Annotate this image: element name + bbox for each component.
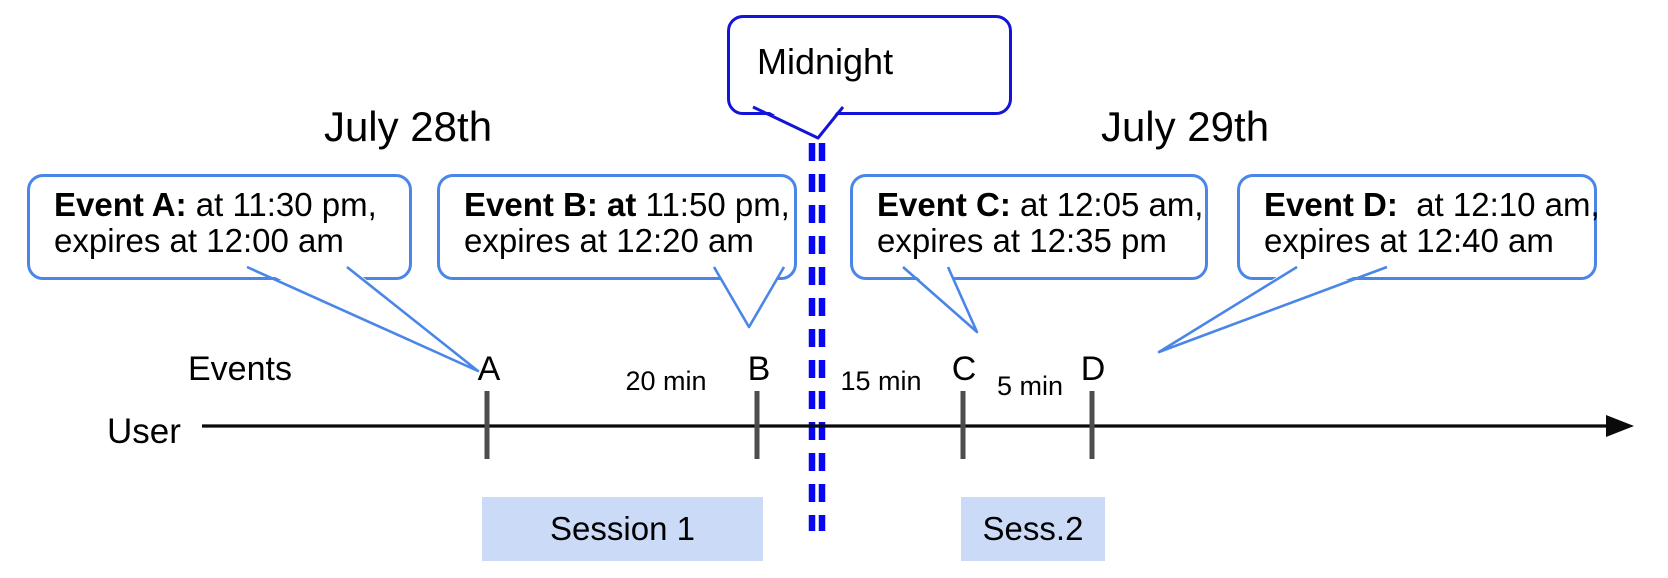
tick-label-d: D <box>1080 350 1106 388</box>
session-2-box: Sess.2 <box>961 497 1105 561</box>
event-a-line1: Event A: at 11:30 pm, <box>54 186 377 223</box>
event-callout-b: Event B: at 11:50 pm, expires at 12:20 a… <box>437 174 797 280</box>
midnight-callout: Midnight <box>727 15 1012 115</box>
timeline-arrowhead <box>1606 415 1634 437</box>
tick-label-c: C <box>951 350 977 388</box>
event-c-line1: Event C: at 12:05 am, <box>877 186 1204 223</box>
session-1-box: Session 1 <box>482 497 763 561</box>
event-d-line2: expires at 12:40 am <box>1264 222 1554 259</box>
event-callout-d: Event D: at 12:10 am, expires at 12:40 a… <box>1237 174 1600 280</box>
session-1-label: Session 1 <box>550 510 695 547</box>
tick-label-b: B <box>747 350 771 388</box>
midnight-label: Midnight <box>757 41 894 82</box>
user-row-label: User <box>107 412 181 451</box>
gap-label-15min: 15 min <box>840 366 922 396</box>
event-callout-c: Event C: at 12:05 am, expires at 12:35 p… <box>850 174 1208 280</box>
gap-label-5min: 5 min <box>996 371 1064 401</box>
date-july-28: July 28th <box>323 103 493 150</box>
gap-label-20min: 20 min <box>625 366 707 396</box>
event-callout-a: Event A: at 11:30 pm, expires at 12:00 a… <box>27 174 412 280</box>
event-b-line2: expires at 12:20 am <box>464 222 754 259</box>
event-d-line1: Event D: at 12:10 am, <box>1264 186 1600 223</box>
date-july-29: July 29th <box>1100 103 1270 150</box>
event-c-line2: expires at 12:35 pm <box>877 222 1167 259</box>
events-axis-label: Events <box>188 350 292 388</box>
event-b-line1: Event B: at 11:50 pm, <box>464 186 790 223</box>
session-2-label: Sess.2 <box>982 510 1084 547</box>
event-a-line2: expires at 12:00 am <box>54 222 344 259</box>
tick-label-a: A <box>477 350 501 388</box>
